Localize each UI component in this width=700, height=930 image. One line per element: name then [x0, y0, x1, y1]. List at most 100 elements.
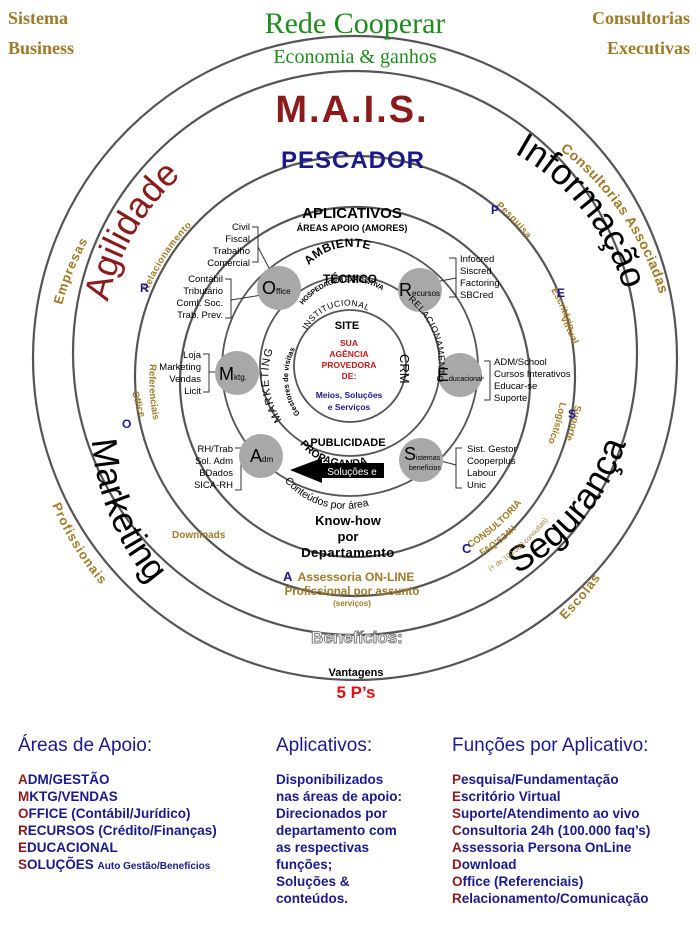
legend-areas-title: Áreas de Apoio:	[18, 735, 153, 756]
node-sistemas-label: Sistemas	[404, 444, 441, 464]
svg-text:Factoring: Factoring	[460, 278, 500, 289]
item-profissional: Profissional por assunto	[285, 586, 420, 598]
node-mktg[interactable]	[215, 351, 259, 395]
initial-a: A	[283, 569, 293, 584]
svg-text:Unic: Unic	[467, 480, 486, 491]
svg-text:ADM/School: ADM/School	[494, 357, 547, 368]
svg-text:Sol. Adm: Sol. Adm	[195, 456, 233, 467]
node-adm-label: Adm	[250, 446, 273, 466]
recursos-items: Infocred Siscred Factoring SBCred	[460, 254, 500, 301]
gestores-label: Gestores de visitas	[281, 346, 302, 418]
header-title: Rede Cooperar	[265, 7, 446, 40]
node-recursos[interactable]	[398, 268, 442, 312]
svg-text:Licit: Licit	[184, 386, 201, 397]
node-sistemas[interactable]	[399, 438, 443, 482]
node-office[interactable]	[257, 266, 301, 310]
svg-text:Vendas: Vendas	[169, 374, 201, 385]
office-items-bottom: Contábil Tributário Coml. Soc. Trab. Pre…	[177, 274, 223, 321]
item-pesquisa: Pesquisa	[494, 200, 534, 241]
node-educacional[interactable]	[438, 353, 482, 397]
svg-text:Tributário: Tributário	[183, 286, 223, 297]
item-virtual: Virtual	[557, 314, 580, 346]
svg-text:Know-how: Know-how	[315, 513, 382, 528]
node-educacional-label: Educacional	[437, 365, 483, 385]
legend-apps-line: Disponibilizados	[276, 772, 384, 787]
node-sistemas-sub: benefícios	[409, 465, 441, 472]
header-subtitle: Economia & ganhos	[273, 46, 437, 68]
svg-text:por: por	[338, 529, 359, 544]
legend-func-item: Office (Referenciais)	[452, 874, 584, 889]
legend-apps: Aplicativos: Disponibilizados nas áreas …	[276, 735, 402, 907]
legend-area-item: RECURSOS (Crédito/Finanças)	[18, 823, 217, 838]
corner-top-right-2: Executivas	[607, 38, 690, 58]
svg-text:SUA: SUA	[340, 338, 358, 348]
legend-apps-line: as respectivas	[276, 840, 370, 855]
node-balls	[215, 266, 482, 482]
office-items-top: Civil Fiscal Trabalho Comercial	[207, 222, 250, 269]
corner-top-left-2: Business	[8, 38, 74, 58]
sistemas-items: Sist. Gestor Cooperplus Labour Unic	[467, 444, 517, 491]
svg-text:Sist. Gestor: Sist. Gestor	[467, 444, 517, 455]
svg-text:Departamento: Departamento	[301, 545, 394, 560]
legend-func-item: Relacionamento/Comunicação	[452, 891, 649, 906]
arrow-shape	[290, 458, 384, 483]
svg-text:Educar-se: Educar-se	[494, 381, 537, 392]
legend-apps-title: Aplicativos:	[276, 735, 373, 756]
initial-r: R	[140, 281, 149, 295]
node-office-label: Office	[262, 278, 291, 298]
svg-text:Cooperplus: Cooperplus	[467, 456, 516, 467]
svg-text:Trab. Prev.: Trab. Prev.	[177, 310, 223, 321]
item-office: Office	[129, 390, 147, 419]
initial-o: O	[122, 417, 131, 431]
pillar-agilidade: Agilidade	[76, 152, 187, 304]
legend-func-item: Escritório Virtual	[452, 789, 561, 804]
svg-text:Comercial: Comercial	[207, 258, 250, 269]
mktg-items: Loja Marketing Vendas Licit	[159, 350, 201, 397]
center-blue-text: Meios, Soluções e Serviços	[316, 390, 383, 412]
initial-e: E	[557, 286, 565, 300]
node-adm[interactable]	[239, 434, 283, 478]
svg-text:Loja: Loja	[183, 350, 202, 361]
knowhow: Know-how por Departamento	[301, 513, 394, 560]
ring-initials: R P E O S C A	[122, 203, 576, 584]
legend-area-item: OFFICE (Contábil/Jurídico)	[18, 806, 191, 821]
svg-text:Fiscal: Fiscal	[225, 234, 250, 245]
legend-apps-line: Soluções &	[276, 874, 350, 889]
svg-text:DE:: DE:	[342, 371, 357, 381]
legend-apps-line: departamento com	[276, 823, 397, 838]
adm-items: RH/Trab Sol. Adm BDados SICA-RH	[194, 444, 233, 491]
legend-funcs: Funções por Aplicativo: Pesquisa/Fundame…	[452, 735, 650, 907]
marketing-inner-label: MARKETING	[259, 346, 284, 425]
educacional-items: ADM/School Cursos Interativos Educar-se …	[494, 357, 571, 404]
svg-text:Meios, Soluções: Meios, Soluções	[316, 390, 383, 400]
svg-text:Suporte: Suporte	[494, 393, 527, 404]
legend-func-item: Consultoria 24h (100.000 faq’s)	[452, 823, 651, 838]
svg-text:Contábil: Contábil	[188, 274, 223, 285]
svg-text:e Serviços: e Serviços	[328, 402, 371, 412]
arrow-label: Soluções e	[327, 467, 377, 478]
legend-apps-line: conteúdos.	[276, 891, 349, 906]
corner-top-right-1: Consultorias	[592, 8, 690, 28]
ambiente-label: AMBIENTE	[301, 236, 373, 268]
site-label: SITE	[335, 320, 359, 332]
crm-label: CRM	[397, 354, 412, 384]
node-mktg-label: Mktg.	[219, 364, 247, 384]
svg-text:Siscred: Siscred	[460, 266, 492, 277]
svg-text:AGÊNCIA: AGÊNCIA	[329, 348, 368, 359]
legend-areas: Áreas de Apoio: ADM/GESTÃO MKTG/VENDAS O…	[18, 735, 217, 875]
mais-title: M.A.I.S.	[275, 89, 428, 131]
arc-escolas: Escolas	[556, 570, 603, 622]
svg-text:Cursos Interativos: Cursos Interativos	[494, 369, 571, 380]
legend-apps-line: Direcionados por	[276, 806, 388, 821]
svg-text:BDados: BDados	[199, 468, 233, 479]
pescador: PESCADOR	[281, 147, 425, 174]
svg-text:Coml. Soc.: Coml. Soc.	[177, 298, 223, 309]
legend-apps-line: nas áreas de apoio:	[276, 789, 403, 804]
cooperar-diagram: Sistema Business Consultorias Executivas…	[8, 7, 690, 702]
legend-func-item: Pesquisa/Fundamentação	[452, 772, 619, 787]
svg-text:SBCred: SBCred	[460, 290, 493, 301]
item-servicos: (serviços)	[333, 599, 371, 608]
svg-text:RH/Trab: RH/Trab	[197, 444, 233, 455]
item-downloads: Downloads	[172, 530, 226, 541]
tecnico-label: TÉCNICO	[323, 271, 377, 286]
